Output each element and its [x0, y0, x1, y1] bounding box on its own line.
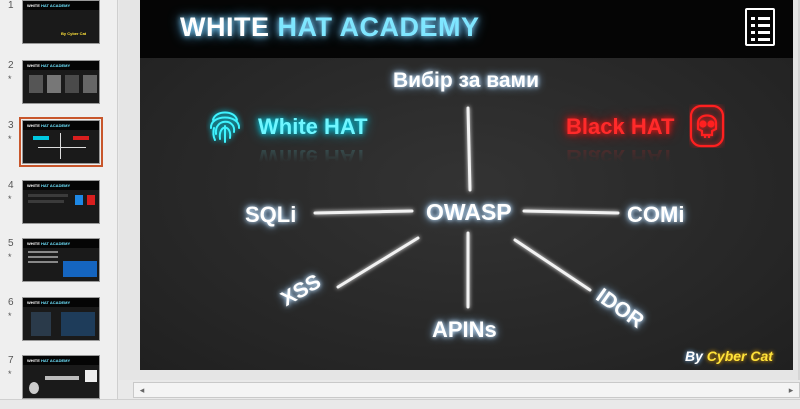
thumbnail-title: WHITE HAT ACADEMY — [27, 183, 71, 188]
slide-number: 3 — [8, 120, 14, 131]
thumbnail-shield — [87, 195, 95, 205]
thumbnail-header — [23, 121, 99, 130]
thumbnail-header — [23, 181, 99, 190]
connector-bottom-right — [513, 238, 592, 292]
fingerprint-icon — [209, 111, 241, 143]
scroll-left-icon[interactable]: ◂ — [139, 385, 145, 395]
slide-number: 5 — [8, 238, 14, 249]
thumbnail-preview[interactable]: WHITE HAT ACADEMY — [22, 297, 100, 341]
thumbnail-photo — [47, 75, 61, 93]
sqli-node[interactable]: SQLi — [245, 202, 297, 227]
thumbnail-header — [23, 1, 99, 10]
thumbnail-preview[interactable]: WHITE HAT ACADEMY By Cyber Cat — [22, 0, 100, 44]
thumbnail-preview[interactable]: WHITE HAT ACADEMY — [22, 180, 100, 224]
vertical-scrollbar[interactable] — [798, 0, 800, 380]
thumbnail-header — [23, 239, 99, 248]
thumbnail-photo — [29, 75, 43, 93]
black-hat-label[interactable]: Black HAT — [566, 114, 675, 139]
thumbnail-header — [23, 61, 99, 70]
connector-right — [522, 209, 620, 215]
thumbnail-shield — [75, 195, 83, 205]
animation-star: * — [8, 311, 12, 321]
status-bar — [0, 399, 800, 409]
thumbnail-panel — [31, 312, 51, 336]
thumbnail-figure — [29, 382, 39, 394]
animation-star: * — [8, 252, 12, 262]
slide-number: 2 — [8, 60, 14, 71]
thumbnail-title: WHITE HAT ACADEMY — [27, 241, 71, 246]
thumbnail-text-line — [28, 251, 58, 253]
thumbnail-photo — [83, 75, 97, 93]
choice-heading[interactable]: Вибір за вами — [393, 69, 539, 92]
apins-node[interactable]: APINs — [432, 317, 497, 342]
slide-header-bar: WHITE HAT ACADEMY — [140, 0, 793, 58]
slide-number: 7 — [8, 355, 14, 366]
thumbnail-preview[interactable]: WHITE HAT ACADEMY — [22, 60, 100, 104]
thumbnail-caption: By Cyber Cat — [61, 31, 87, 36]
list-icon[interactable] — [745, 8, 775, 46]
horizontal-scrollbar[interactable]: ◂ ▸ — [133, 382, 800, 398]
connector-bottom-left — [336, 236, 420, 289]
author-byline[interactable]: By Cyber Cat — [685, 348, 773, 364]
slide-title[interactable]: WHITE HAT ACADEMY — [180, 12, 480, 42]
thumbnail-slide-4[interactable]: 4 * WHITE HAT ACADEMY — [0, 180, 118, 232]
current-slide[interactable]: WHITE HAT ACADEMY — [140, 0, 793, 370]
connector-top — [466, 106, 472, 192]
thumbnail-line — [38, 147, 86, 148]
thumbnail-slide-5[interactable]: 5 * WHITE HAT ACADEMY — [0, 238, 118, 290]
owasp-node[interactable]: OWASP — [426, 199, 512, 225]
thumbnail-text-line — [28, 200, 64, 203]
thumbnail-qr-code — [85, 370, 97, 382]
thumbnail-title: WHITE HAT ACADEMY — [27, 123, 71, 128]
thumbnail-slide-6[interactable]: 6 * WHITE HAT ACADEMY — [0, 297, 118, 349]
thumbnail-window — [63, 261, 97, 277]
slide-number: 4 — [8, 180, 14, 191]
thumbnail-photo — [65, 75, 79, 93]
white-hat-reflection: White HAT — [258, 145, 368, 170]
animation-star: * — [8, 134, 12, 144]
thumbnail-slide-2[interactable]: 2 * WHITE HAT ACADEMY — [0, 60, 118, 112]
slide-thumbnail-pane[interactable]: 1 WHITE HAT ACADEMY By Cyber Cat 2 * WHI… — [0, 0, 118, 409]
thumbnail-header — [23, 298, 99, 307]
thumbnail-window — [61, 312, 95, 336]
scroll-right-icon[interactable]: ▸ — [788, 385, 794, 395]
white-hat-label[interactable]: White HAT — [258, 114, 368, 139]
thumbnail-preview[interactable]: WHITE HAT ACADEMY — [22, 355, 100, 399]
thumbnail-accent — [33, 136, 49, 140]
thumbnail-line — [60, 133, 61, 159]
thumbnail-slide-1[interactable]: 1 WHITE HAT ACADEMY By Cyber Cat — [0, 0, 118, 52]
thumbnail-slide-3[interactable]: 3 * WHITE HAT ACADEMY — [0, 117, 118, 172]
thumbnail-accent — [73, 136, 89, 140]
comi-node[interactable]: COMi — [627, 202, 685, 227]
thumbnail-header — [23, 356, 99, 365]
thumbnail-title: WHITE HAT ACADEMY — [27, 3, 71, 8]
slide-number: 6 — [8, 297, 14, 308]
thumbnail-title: WHITE HAT ACADEMY — [27, 300, 71, 305]
thumbnail-preview[interactable]: WHITE HAT ACADEMY — [19, 117, 103, 167]
thumbnail-text-line — [45, 376, 79, 380]
thumbnail-slide-7[interactable]: 7 * WHITE HAT ACADEMY — [0, 355, 118, 407]
thumbnail-title: WHITE HAT ACADEMY — [27, 63, 71, 68]
thumbnail-text-line — [28, 261, 58, 263]
slide-number: 1 — [8, 0, 14, 11]
animation-star: * — [8, 194, 12, 204]
skull-icon — [689, 104, 725, 148]
animation-star: * — [8, 369, 12, 379]
connector-lines — [313, 106, 620, 309]
connector-left — [313, 209, 414, 215]
animation-star: * — [8, 74, 12, 84]
black-hat-reflection: Black HAT — [566, 145, 675, 170]
thumbnail-preview[interactable]: WHITE HAT ACADEMY — [22, 238, 100, 282]
thumbnail-text-line — [28, 194, 68, 197]
thumbnail-text-line — [28, 256, 58, 258]
slide-editing-area[interactable]: WHITE HAT ACADEMY — [119, 0, 800, 380]
thumbnail-title: WHITE HAT ACADEMY — [27, 358, 71, 363]
